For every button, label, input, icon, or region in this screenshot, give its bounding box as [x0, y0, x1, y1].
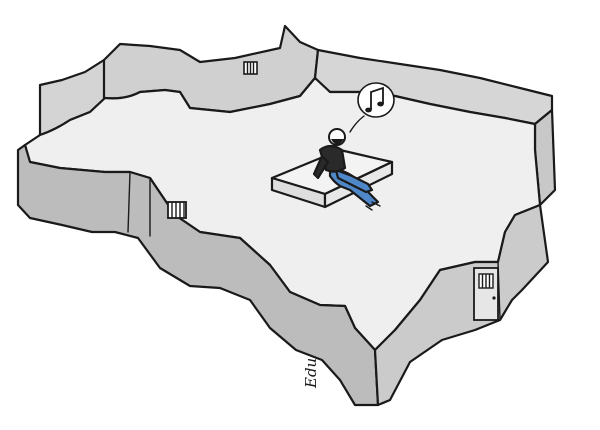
music-note-icon	[365, 86, 384, 113]
front-walls	[16, 143, 550, 407]
front-wall-west	[16, 143, 380, 407]
prisoner-beard	[331, 139, 344, 145]
music-bubble	[349, 82, 395, 133]
prison-door-icon	[473, 267, 499, 321]
barred-window-north	[243, 61, 258, 75]
prisoner-figure	[312, 128, 381, 211]
prisoner-arm	[312, 154, 330, 180]
front-wall-south	[373, 203, 550, 407]
speech-bubble	[357, 82, 395, 118]
barred-window-front	[167, 201, 187, 219]
prison-door	[473, 267, 499, 321]
wall-corner-edge	[127, 171, 501, 406]
artist-signature: Edu	[302, 358, 320, 389]
